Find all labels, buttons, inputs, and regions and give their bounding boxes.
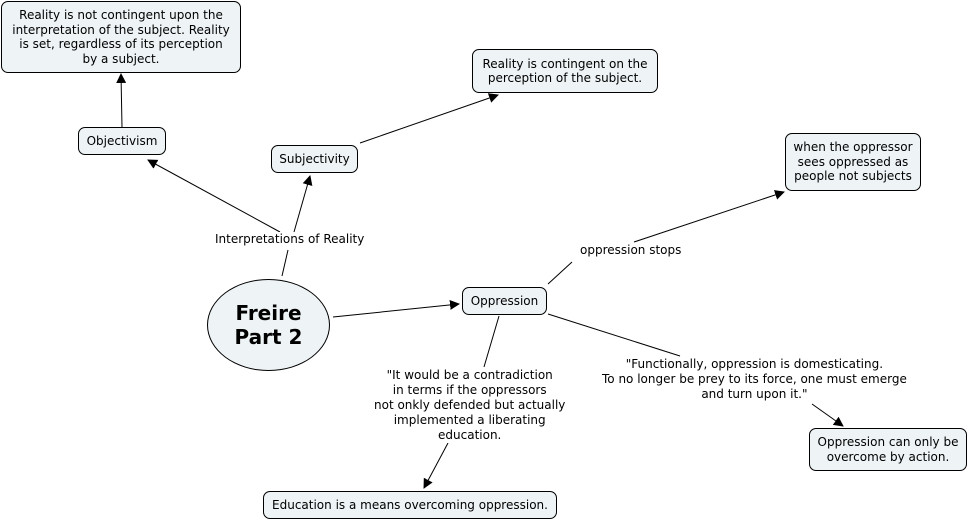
node-objectivism-definition[interactable]: Reality is not contingent upon the inter… (1, 1, 241, 73)
link-oppression-domesticating (547, 313, 681, 357)
root-node-freire[interactable]: Freire Part 2 (207, 279, 330, 371)
node-education[interactable]: Education is a means overcoming oppressi… (263, 491, 557, 519)
arrow-to-objectivism-def (116, 73, 127, 128)
node-subjectivity-definition[interactable]: Reality is contingent on the perception … (472, 49, 658, 93)
node-oppression[interactable]: Oppression (462, 287, 547, 315)
arrow-to-education (423, 442, 449, 489)
link-label-interpretations: Interpretations of Reality (213, 232, 367, 247)
arrow-to-when-stops (633, 190, 785, 243)
link-freire-interpretations (281, 249, 289, 277)
node-subjectivity[interactable]: Subjectivity (271, 145, 358, 173)
link-oppression-stops (547, 261, 573, 285)
link-label-oppression-stops: oppression stops (578, 243, 684, 258)
arrow-to-by-action (811, 403, 844, 427)
link-oppression-contradiction (483, 315, 500, 368)
arrow-to-subjectivity-def (359, 93, 499, 144)
link-label-domesticating: "Functionally, oppression is domesticati… (600, 357, 909, 402)
node-when-oppressor-sees[interactable]: when the oppressor sees oppressed as peo… (785, 133, 921, 191)
arrow-to-objectivism (147, 159, 281, 233)
node-overcome-by-action[interactable]: Oppression can only be overcome by actio… (809, 428, 967, 471)
link-label-contradiction: "It would be a contradiction in terms if… (372, 368, 568, 443)
arrow-to-oppression (332, 299, 460, 318)
arrow-to-subjectivity (293, 175, 313, 233)
node-objectivism[interactable]: Objectivism (78, 127, 166, 155)
